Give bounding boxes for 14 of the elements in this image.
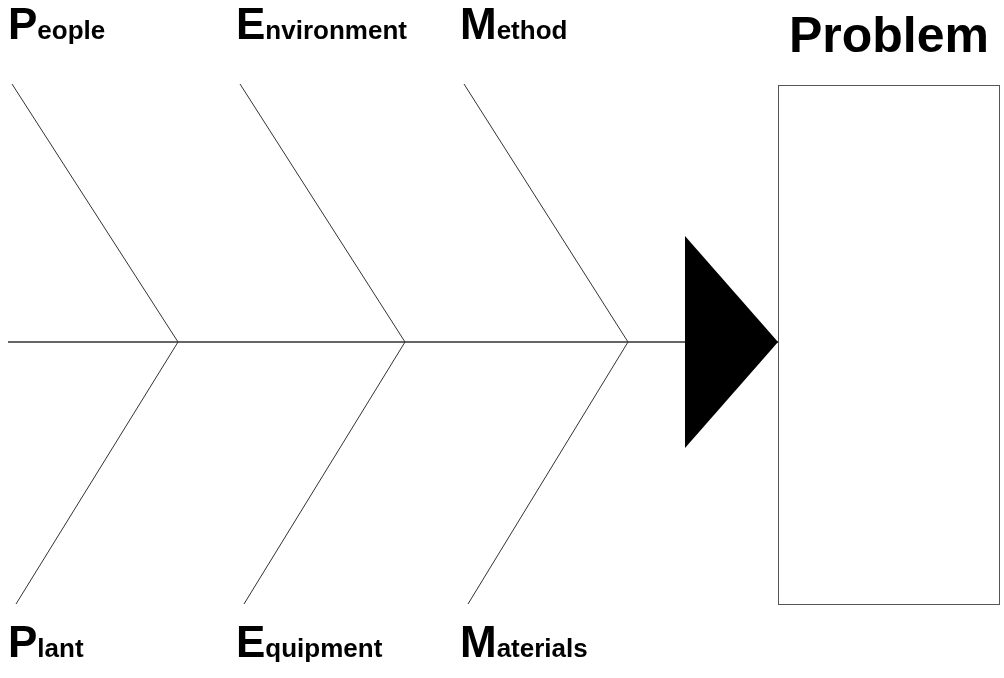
category-label: Plant (8, 620, 84, 664)
bone-line (467, 341, 629, 605)
category-label: Method (460, 2, 568, 46)
spine-arrow (7, 236, 779, 448)
bone-line (15, 341, 179, 605)
bone-line (243, 341, 406, 605)
category-label: People (8, 2, 106, 46)
bone-line (11, 83, 179, 343)
category-label: Environment (236, 2, 407, 46)
problem-heading: Problem (787, 6, 991, 65)
bone-line (463, 83, 629, 343)
category-label: Materials (460, 620, 588, 664)
category-label: Equipment (236, 620, 383, 664)
bone-line (239, 83, 406, 343)
